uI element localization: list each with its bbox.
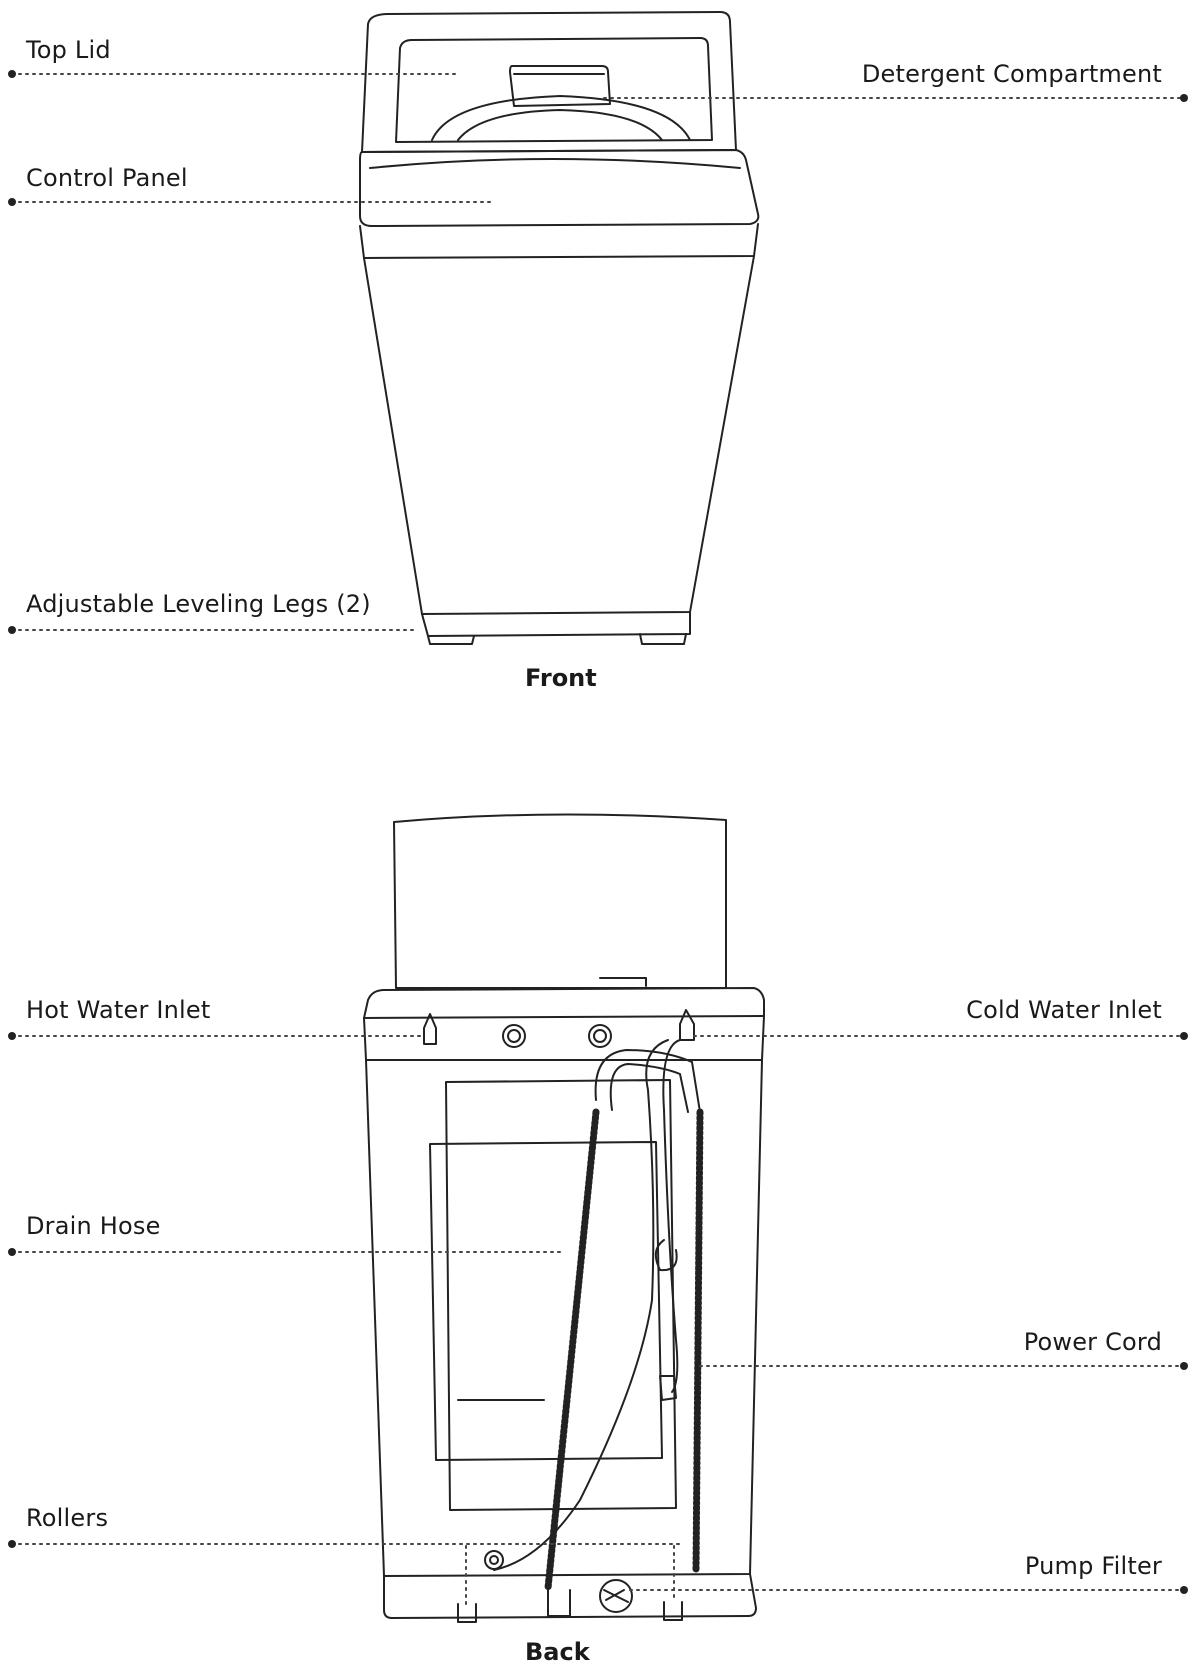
label-power-cord: Power Cord (1023, 1328, 1162, 1356)
label-top-lid: Top Lid (26, 36, 111, 64)
label-detergent-compartment: Detergent Compartment (861, 60, 1162, 88)
leader-dot-power-cord (1180, 1362, 1188, 1370)
back-washer-drawing (363, 813, 765, 1623)
label-cold-water-inlet: Cold Water Inlet (966, 996, 1162, 1024)
label-pump-filter: Pump Filter (1024, 1552, 1162, 1580)
leader-dot-pump-filter (1180, 1586, 1188, 1594)
front-washer-drawing (359, 11, 760, 645)
label-hot-water-inlet: Hot Water Inlet (26, 996, 211, 1024)
leader-dot-cold-water (1180, 1032, 1188, 1040)
leader-dot-hot-water (8, 1032, 16, 1040)
label-control-panel: Control Panel (26, 164, 188, 192)
leader-dot-control-panel (8, 198, 16, 206)
leader-dot-detergent (1180, 94, 1188, 102)
leader-dot-drain-hose (8, 1248, 16, 1256)
front-view-title: Front (525, 664, 597, 692)
label-adjustable-leveling-legs: Adjustable Leveling Legs (2) (26, 590, 371, 618)
label-drain-hose: Drain Hose (26, 1212, 161, 1240)
back-view-title: Back (525, 1638, 590, 1666)
leader-dot-leveling-legs (8, 626, 16, 634)
leader-dot-top-lid (8, 70, 16, 78)
label-rollers: Rollers (26, 1504, 109, 1532)
leader-dot-rollers (8, 1540, 16, 1548)
